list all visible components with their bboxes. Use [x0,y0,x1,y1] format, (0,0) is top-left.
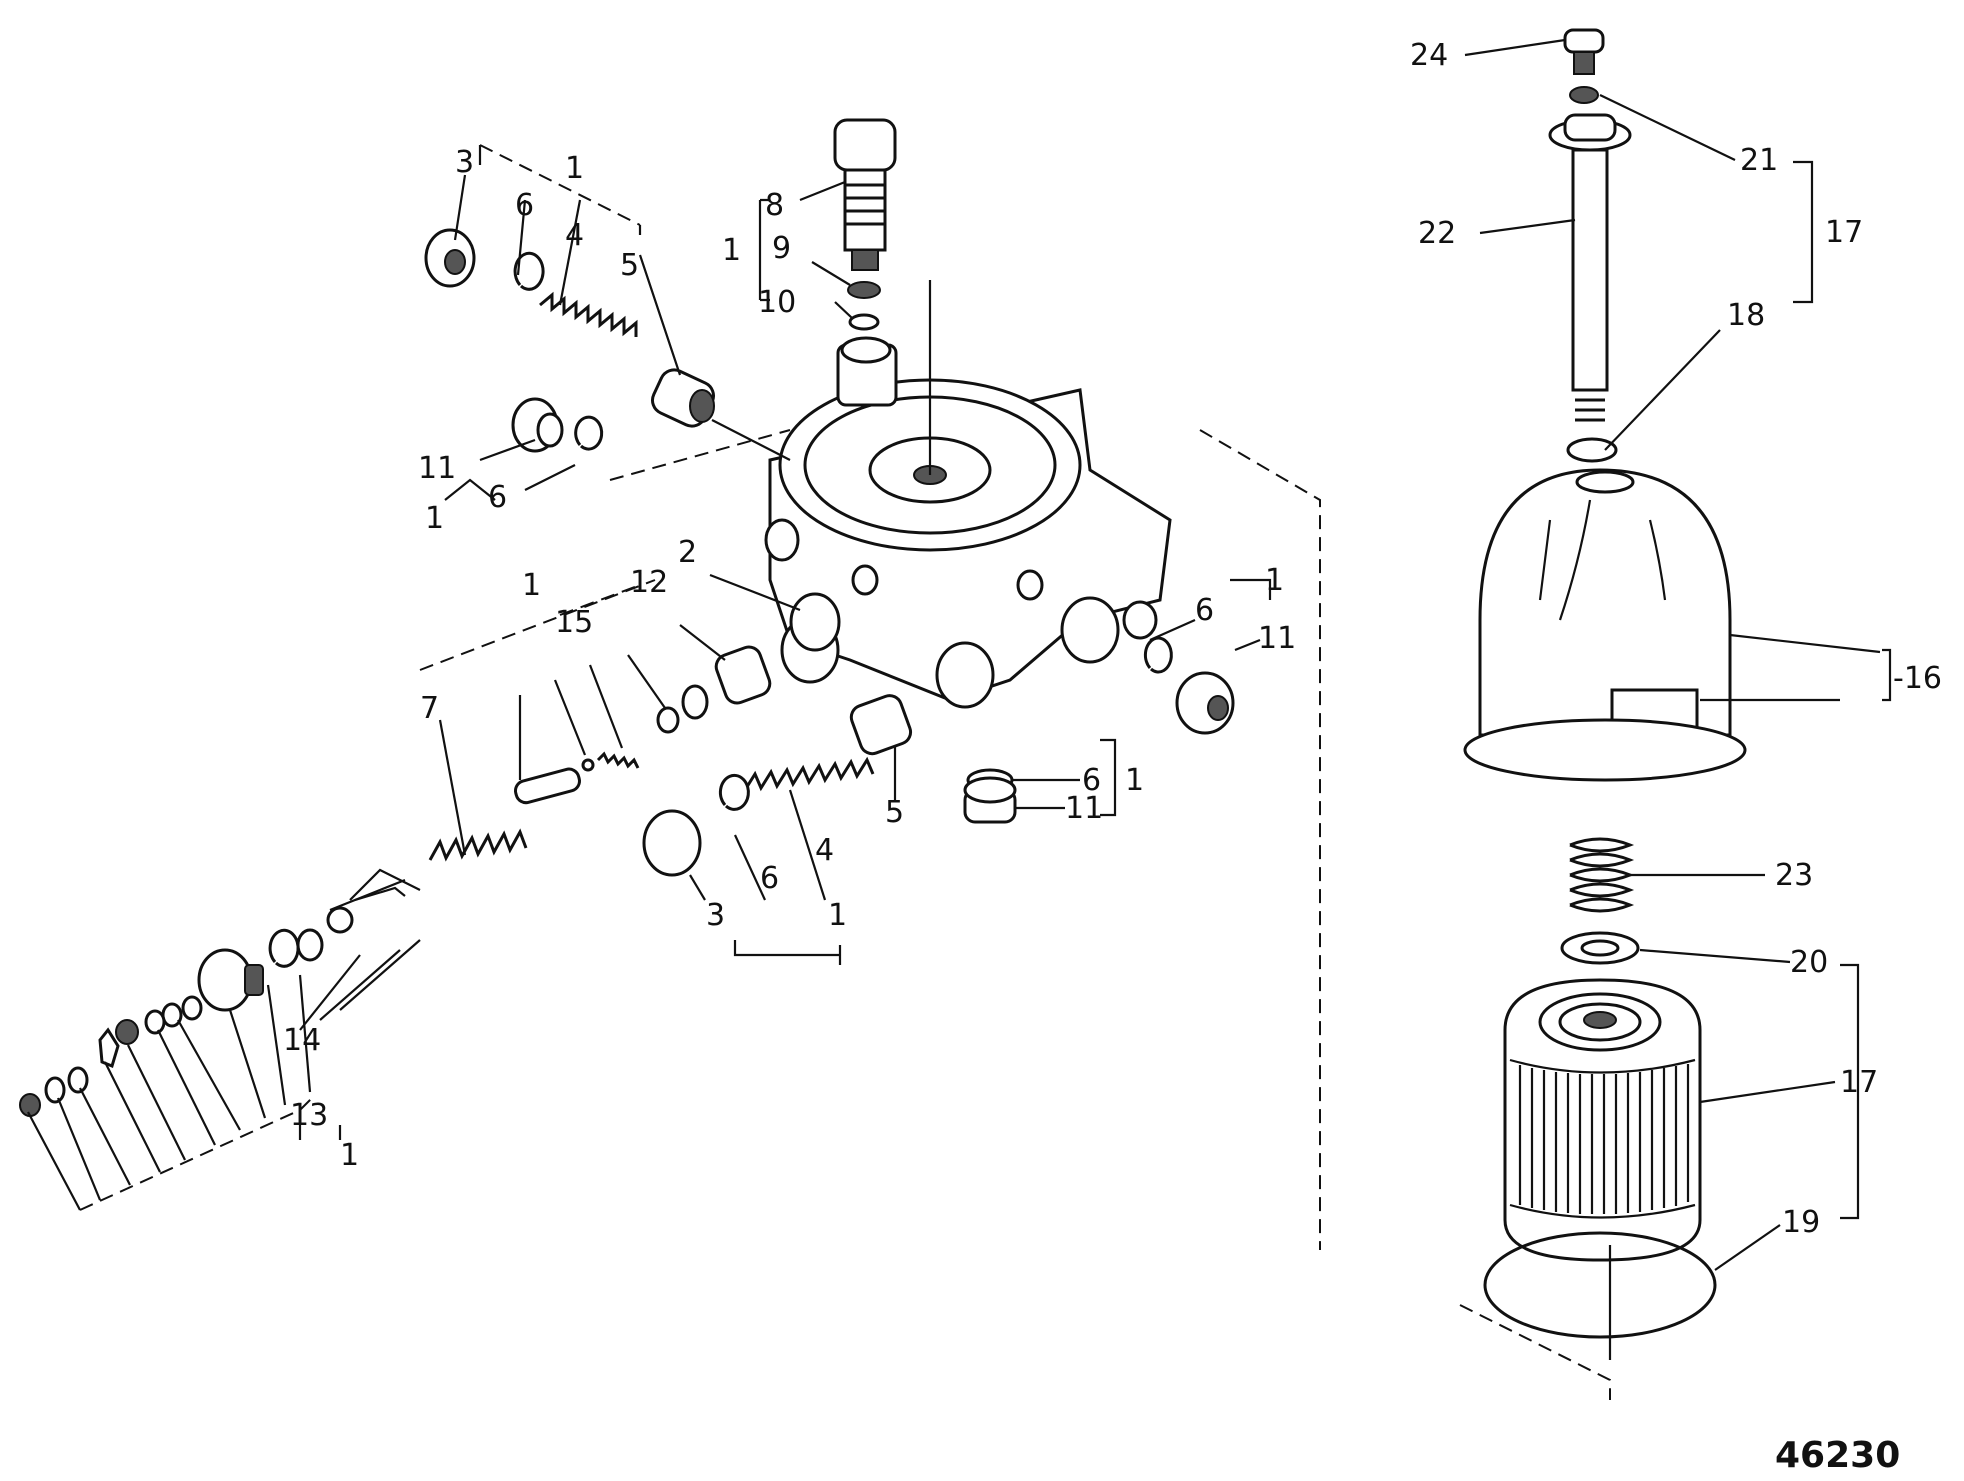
callout-13: 13 [290,1098,328,1133]
plug-3-upper [424,228,476,288]
figure-number: 46230 [1775,1435,1900,1476]
callout-11: 11 [1065,791,1103,826]
callout-10: 10 [758,285,796,320]
callout-11: 11 [1258,621,1296,656]
callout-1: 1 [425,501,444,536]
callout-9: 9 [772,231,791,266]
divider-dashed-line [1199,429,1321,1250]
leader-lines-right [1464,38,1892,1271]
plug-11-bottom [963,776,1017,824]
piston-15 [513,767,581,805]
leader-lines-left [27,144,1272,1211]
filter-bowl-16 [1463,468,1747,782]
callout-6: 6 [1195,593,1214,628]
gasket-19 [1483,1231,1717,1339]
callout-4: 4 [565,218,584,253]
adjuster-assembly-13 [19,886,406,1117]
filter-pleats [1518,1064,1690,1214]
callout-19: 19 [1782,1205,1820,1240]
o-ring-6-lower [718,773,750,811]
washer-10 [848,313,880,331]
valve-5-lower [849,694,913,756]
callout-6: 6 [760,861,779,896]
spring-4-upper [539,291,638,337]
spring-23 [1569,837,1635,913]
callout-6: 6 [1082,763,1101,798]
callout-3: 3 [455,145,474,180]
callout-4: 4 [815,833,834,868]
small-spring-15 [596,751,640,769]
callout-8: 8 [765,188,784,223]
spring-7 [428,828,528,862]
callout-14: 14 [283,1023,321,1058]
callout-1: 1 [1125,763,1144,798]
callout-2: 2 [678,535,697,570]
plug-12 [714,645,772,705]
callout-15: 15 [555,605,593,640]
callout-16: -16 [1893,661,1942,696]
o-ring-15 [681,684,709,720]
o-ring-18 [1566,437,1618,463]
plug-11-right [1175,671,1235,735]
callout-5: 5 [620,248,639,283]
callout-11: 11 [418,451,456,486]
o-ring-6-right [1143,636,1173,674]
plug-3-lower [642,809,702,877]
callout-20: 20 [1790,945,1828,980]
callout-12: 12 [630,565,668,600]
spring-4-lower [743,756,875,792]
relief-valve-8 [833,118,897,271]
callout-6: 6 [515,188,534,223]
callout-1: 1 [722,233,741,268]
bleed-screw-24 [1563,28,1605,75]
callout-17: 17 [1840,1065,1878,1100]
callout-22: 22 [1418,216,1456,251]
callout-7: 7 [420,691,439,726]
callout-5: 5 [885,795,904,830]
callout-18: 18 [1727,298,1765,333]
o-ring-6-upper [513,251,545,291]
callout-1: 1 [828,898,847,933]
callout-3: 3 [706,898,725,933]
callout-21: 21 [1740,143,1778,178]
callout-1: 1 [522,568,541,603]
center-bolt-22 [1548,113,1632,422]
callout-17: 17 [1825,215,1863,250]
plug-11-left [511,397,564,453]
valve-5-upper [651,368,715,428]
callout-1: 1 [340,1138,359,1173]
callout-23: 23 [1775,858,1813,893]
washer-9 [847,281,881,299]
filter-element-17 [1503,978,1702,1262]
callout-6: 6 [488,480,507,515]
callout-1: 1 [1265,563,1284,598]
callout-24: 24 [1410,38,1448,73]
callout-1: 1 [565,151,584,186]
washer-21 [1569,86,1599,104]
filter-adapter-housing [764,280,1172,709]
callout-labels: 3 1 6 4 5 8 1 9 10 11 6 1 2 1 12 15 7 6 … [283,38,1942,1240]
o-ring-6-left [574,415,604,451]
